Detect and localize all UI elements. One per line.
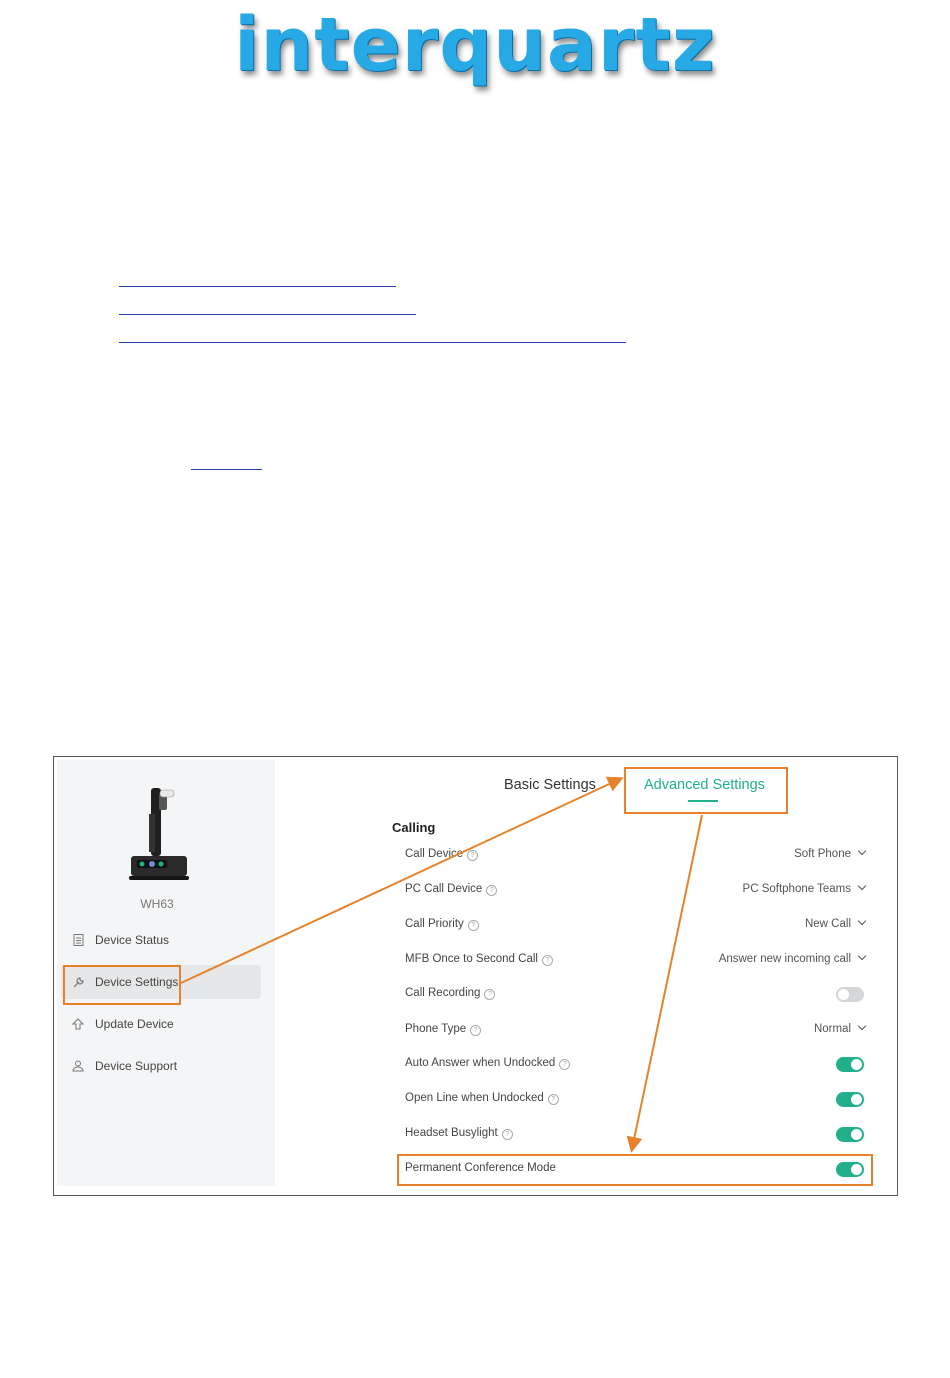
setting-phone-type: Phone Type? Normal xyxy=(405,1021,867,1041)
highlight-advanced-settings xyxy=(624,767,788,814)
interquartz-logo: interquartz xyxy=(0,2,950,88)
arrow-to-conference-mode xyxy=(626,814,703,1153)
help-icon[interactable]: ? xyxy=(467,850,479,861)
phone-type-select[interactable]: Normal xyxy=(813,1021,867,1035)
sidebar-item-device-support[interactable]: Device Support xyxy=(65,1049,263,1083)
setting-auto-answer-undocked: Auto Answer when Undocked? xyxy=(405,1055,865,1075)
help-icon[interactable]: ? xyxy=(486,885,498,896)
upload-icon xyxy=(71,1017,85,1031)
help-icon[interactable]: ? xyxy=(541,955,553,966)
logo-text: interquartz xyxy=(234,2,716,88)
setting-label: Permanent Conference Mode xyxy=(405,1162,556,1174)
help-icon[interactable]: ? xyxy=(467,920,479,931)
settings-screenshot: WH63 Device Status Device Settings Updat… xyxy=(53,756,898,1196)
link-2[interactable] xyxy=(119,314,416,315)
sidebar-item-device-status[interactable]: Device Status xyxy=(65,923,263,957)
help-icon[interactable]: ? xyxy=(501,1129,513,1140)
document-icon xyxy=(71,933,85,947)
open-line-toggle[interactable] xyxy=(836,1092,864,1107)
auto-answer-toggle[interactable] xyxy=(836,1057,864,1072)
headset-busylight-toggle[interactable] xyxy=(836,1127,864,1142)
device-name: WH63 xyxy=(140,897,174,911)
setting-label: Call Device xyxy=(405,848,464,860)
sidebar-item-label: Device Support xyxy=(95,1059,178,1073)
sidebar-item-label: Device Settings xyxy=(95,975,179,989)
annotation-arrows xyxy=(180,776,703,1153)
setting-label: PC Call Device xyxy=(405,883,483,895)
toggle-knob xyxy=(851,1094,862,1105)
sidebar-item-label: Update Device xyxy=(95,1017,174,1031)
select-value: PC Softphone Teams xyxy=(742,883,851,895)
call-device-select[interactable]: Soft Phone xyxy=(794,846,867,860)
sidebar-item-device-settings[interactable]: Device Settings xyxy=(61,965,261,999)
setting-pc-call-device: PC Call Device? PC Softphone Teams xyxy=(405,881,867,901)
setting-call-recording: Call Recording? xyxy=(405,985,865,1005)
select-value: Soft Phone xyxy=(794,848,851,860)
select-value: New Call xyxy=(804,918,851,930)
call-priority-select[interactable]: New Call xyxy=(804,916,867,930)
link-1[interactable] xyxy=(119,286,396,287)
highlight-permanent-conference xyxy=(397,1154,873,1186)
setting-label: Headset Busylight xyxy=(405,1127,498,1139)
setting-call-priority: Call Priority? New Call xyxy=(405,916,867,936)
tab-advanced-settings[interactable]: Advanced Settings xyxy=(644,777,765,793)
help-icon[interactable]: ? xyxy=(547,1094,559,1105)
wrench-icon xyxy=(71,975,85,989)
pc-call-device-select[interactable]: PC Softphone Teams xyxy=(742,881,867,895)
call-recording-toggle[interactable] xyxy=(836,987,864,1002)
toggle-knob xyxy=(851,1164,862,1175)
select-value: Answer new incoming call xyxy=(718,953,851,965)
setting-permanent-conference-mode: Permanent Conference Mode xyxy=(405,1160,865,1180)
section-title: Calling xyxy=(392,820,436,835)
link-4[interactable] xyxy=(191,469,262,470)
setting-mfb-once-to-second-call: MFB Once to Second Call? Answer new inco… xyxy=(405,951,867,971)
setting-label: Open Line when Undocked xyxy=(405,1092,544,1104)
setting-label: Phone Type xyxy=(405,1023,467,1035)
person-icon xyxy=(71,1059,85,1073)
help-icon[interactable]: ? xyxy=(470,1025,482,1036)
setting-label: MFB Once to Second Call xyxy=(405,953,538,965)
link-3[interactable] xyxy=(119,342,626,343)
arrow-to-advanced-settings xyxy=(180,776,624,984)
active-tab-indicator xyxy=(688,800,718,802)
setting-headset-busylight: Headset Busylight? xyxy=(405,1125,865,1145)
permanent-conference-toggle[interactable] xyxy=(836,1162,864,1177)
setting-label: Call Recording xyxy=(405,987,481,999)
help-icon[interactable]: ? xyxy=(559,1059,571,1070)
help-icon[interactable]: ? xyxy=(484,989,496,1000)
sidebar-item-update-device[interactable]: Update Device xyxy=(65,1007,263,1041)
select-value: Normal xyxy=(813,1023,851,1035)
sidebar-item-label: Device Status xyxy=(95,933,170,947)
toggle-knob xyxy=(851,1059,862,1070)
toggle-knob xyxy=(838,989,849,1000)
headset-base-station-image xyxy=(129,788,189,880)
setting-label: Call Priority xyxy=(405,918,464,930)
sidebar: WH63 Device Status Device Settings Updat… xyxy=(57,760,275,1186)
setting-open-line-undocked: Open Line when Undocked? xyxy=(405,1090,865,1110)
toggle-knob xyxy=(851,1129,862,1140)
tab-basic-settings[interactable]: Basic Settings xyxy=(504,777,596,793)
mfb-once-select[interactable]: Answer new incoming call xyxy=(718,951,867,965)
setting-label: Auto Answer when Undocked xyxy=(405,1057,556,1069)
setting-call-device: Call Device? Soft Phone xyxy=(405,846,867,866)
highlight-device-settings xyxy=(63,965,181,1005)
